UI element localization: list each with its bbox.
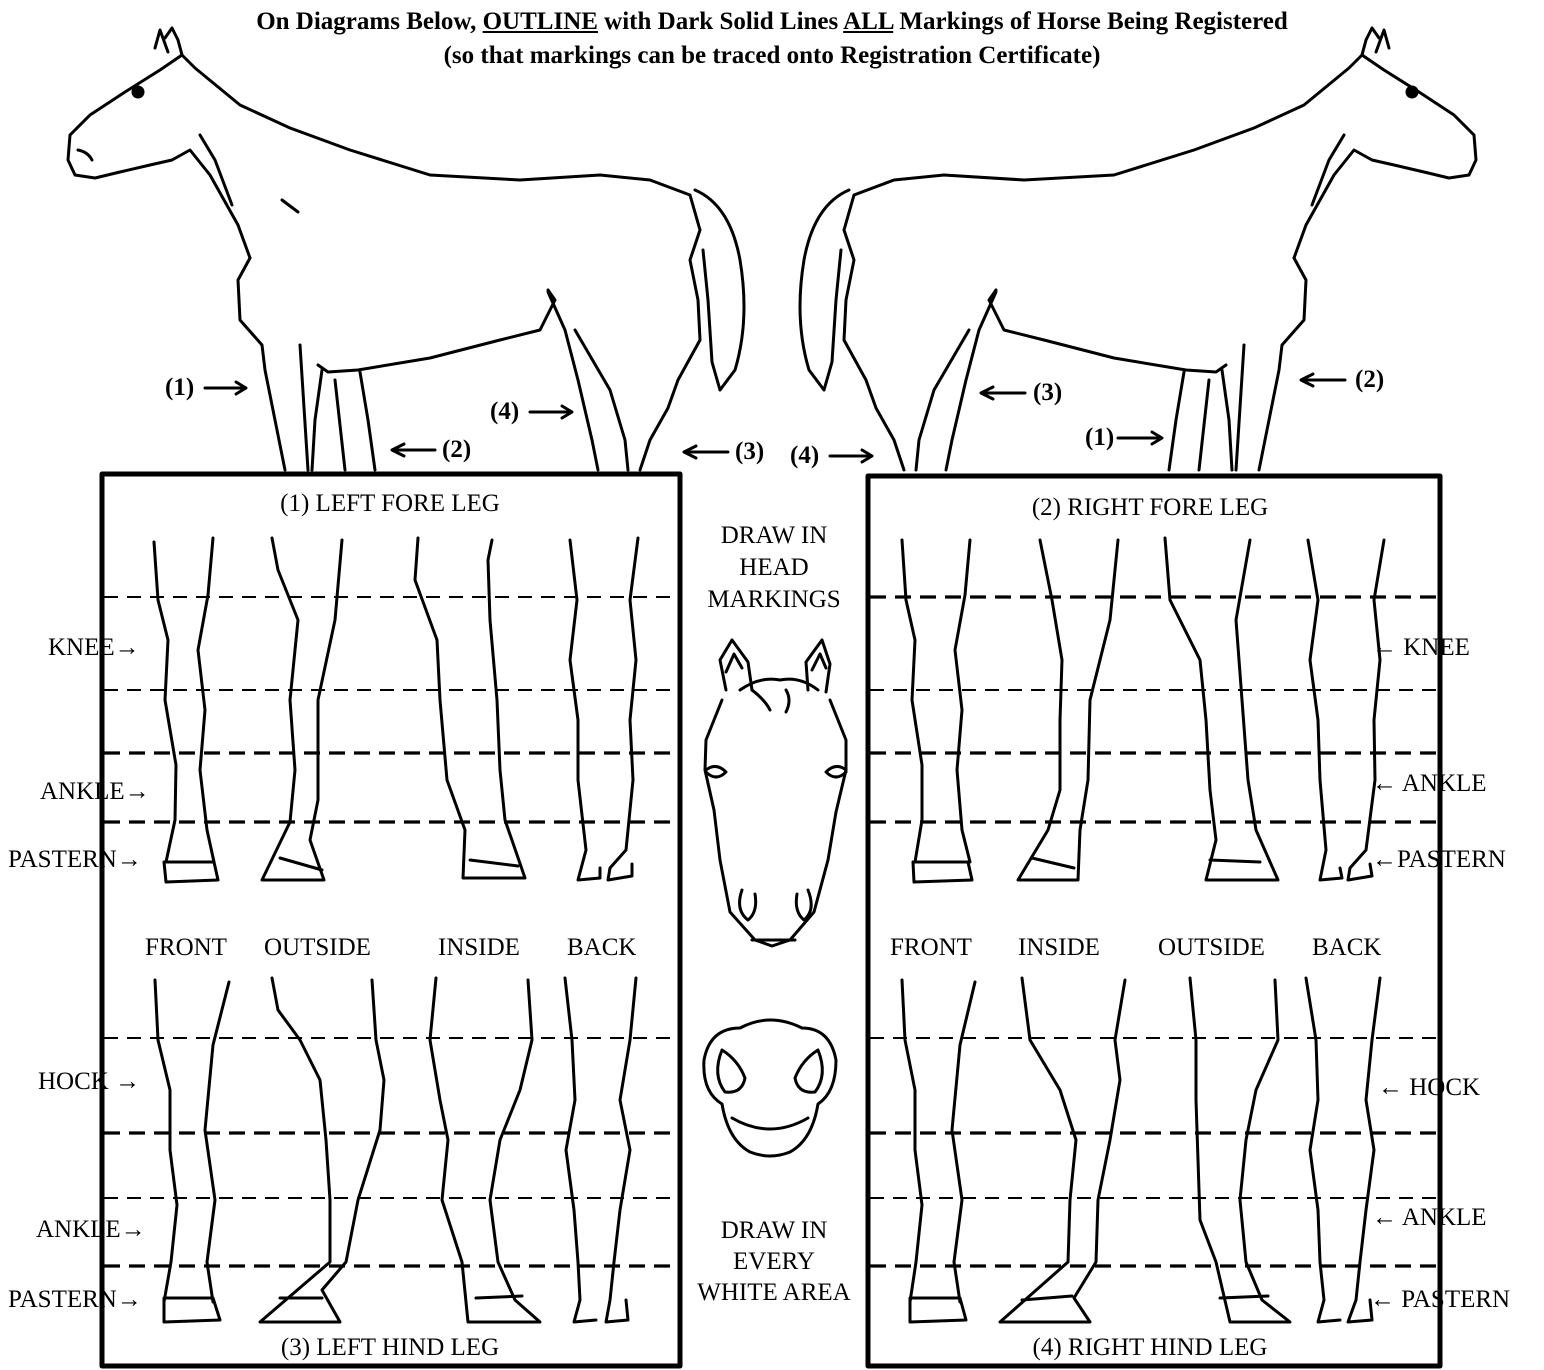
left-view-front: FRONT [145, 934, 227, 962]
right-hind-label-pastern: ← PASTERN [1370, 1286, 1510, 1314]
left-hind-guide-lines [104, 1038, 680, 1266]
left-fore-leg-front[interactable] [154, 538, 218, 882]
left-fore-leg-title: (1) LEFT FORE LEG [230, 490, 550, 518]
right-hind-leg-outside[interactable] [1190, 978, 1290, 1322]
left-hind-leg-back[interactable] [565, 978, 636, 1322]
right-fore-leg-outside[interactable] [1165, 538, 1278, 880]
right-hind-leg-front[interactable] [902, 980, 975, 1322]
left-fore-leg-inside[interactable] [415, 538, 525, 878]
left-panel-frame [102, 474, 680, 1366]
left-horse-callout-2: (2) [442, 436, 471, 464]
right-fore-label-knee: ← KNEE [1372, 634, 1470, 662]
right-hind-leg-back[interactable] [1306, 978, 1380, 1322]
left-hind-leg-title: (3) LEFT HIND LEG [230, 1334, 550, 1362]
left-fore-label-ankle: ANKLE→ [40, 778, 150, 806]
right-panel-frame [868, 476, 1440, 1366]
left-view-outside: OUTSIDE [264, 934, 371, 962]
left-hind-label-pastern: PASTERN→ [8, 1286, 142, 1314]
right-fore-label-ankle: ← ANKLE [1372, 770, 1487, 798]
right-fore-label-pastern: ←PASTERN [1372, 846, 1506, 874]
head-instruction-line1: DRAW IN [680, 520, 868, 552]
right-hind-label-ankle: ← ANKLE [1372, 1204, 1487, 1232]
left-horse-callout-1: (1) [165, 374, 194, 402]
horse-head-front-icon[interactable] [705, 640, 846, 946]
horse-side-right-icon[interactable] [800, 28, 1476, 470]
left-hind-leg-front[interactable] [155, 980, 229, 1322]
left-hind-leg-inside[interactable] [430, 978, 540, 1322]
left-horse-callout-4: (4) [490, 398, 519, 426]
right-hind-label-hock: ← HOCK [1378, 1074, 1480, 1102]
white-instruction-line3: WHITE AREA [680, 1277, 868, 1308]
right-view-outside: OUTSIDE [1158, 934, 1265, 962]
right-view-back: BACK [1312, 934, 1381, 962]
left-hind-leg-outside[interactable] [260, 978, 384, 1322]
white-instruction-line2: EVERY [680, 1246, 868, 1277]
left-horse-callout-3: (3) [735, 438, 764, 466]
horse-muzzle-icon[interactable] [704, 1020, 836, 1156]
left-hind-label-ankle: ANKLE→ [36, 1216, 146, 1244]
horse-side-left-icon[interactable] [68, 28, 744, 470]
left-view-back: BACK [567, 934, 636, 962]
right-fore-leg-back[interactable] [1308, 540, 1384, 880]
right-fore-leg-title: (2) RIGHT FORE LEG [990, 494, 1310, 522]
right-view-inside: INSIDE [1018, 934, 1100, 962]
left-fore-leg-back[interactable] [570, 538, 638, 880]
right-hind-leg-inside[interactable] [1000, 978, 1125, 1322]
head-instruction-line2: HEAD [680, 552, 868, 584]
right-fore-guide-lines [870, 597, 1440, 822]
right-fore-leg-inside[interactable] [1018, 540, 1118, 880]
left-fore-guide-lines [104, 597, 680, 822]
right-horse-callout-3: (3) [1033, 379, 1062, 407]
left-hind-label-hock: HOCK → [38, 1068, 140, 1096]
right-view-front: FRONT [890, 934, 972, 962]
left-fore-label-knee: KNEE→ [48, 634, 140, 662]
right-horse-callout-4: (4) [790, 442, 819, 470]
white-area-instruction: DRAW IN EVERY WHITE AREA [680, 1215, 868, 1308]
left-view-inside: INSIDE [438, 934, 520, 962]
right-fore-leg-front[interactable] [902, 540, 972, 882]
head-markings-instruction: DRAW IN HEAD MARKINGS [680, 520, 868, 616]
right-horse-callout-1: (1) [1085, 424, 1114, 452]
left-fore-label-pastern: PASTERN→ [8, 846, 142, 874]
right-hind-leg-title: (4) RIGHT HIND LEG [990, 1334, 1310, 1362]
white-instruction-line1: DRAW IN [680, 1215, 868, 1246]
right-horse-callout-2: (2) [1355, 366, 1384, 394]
left-fore-leg-outside[interactable] [262, 538, 342, 880]
head-instruction-line3: MARKINGS [680, 584, 868, 616]
